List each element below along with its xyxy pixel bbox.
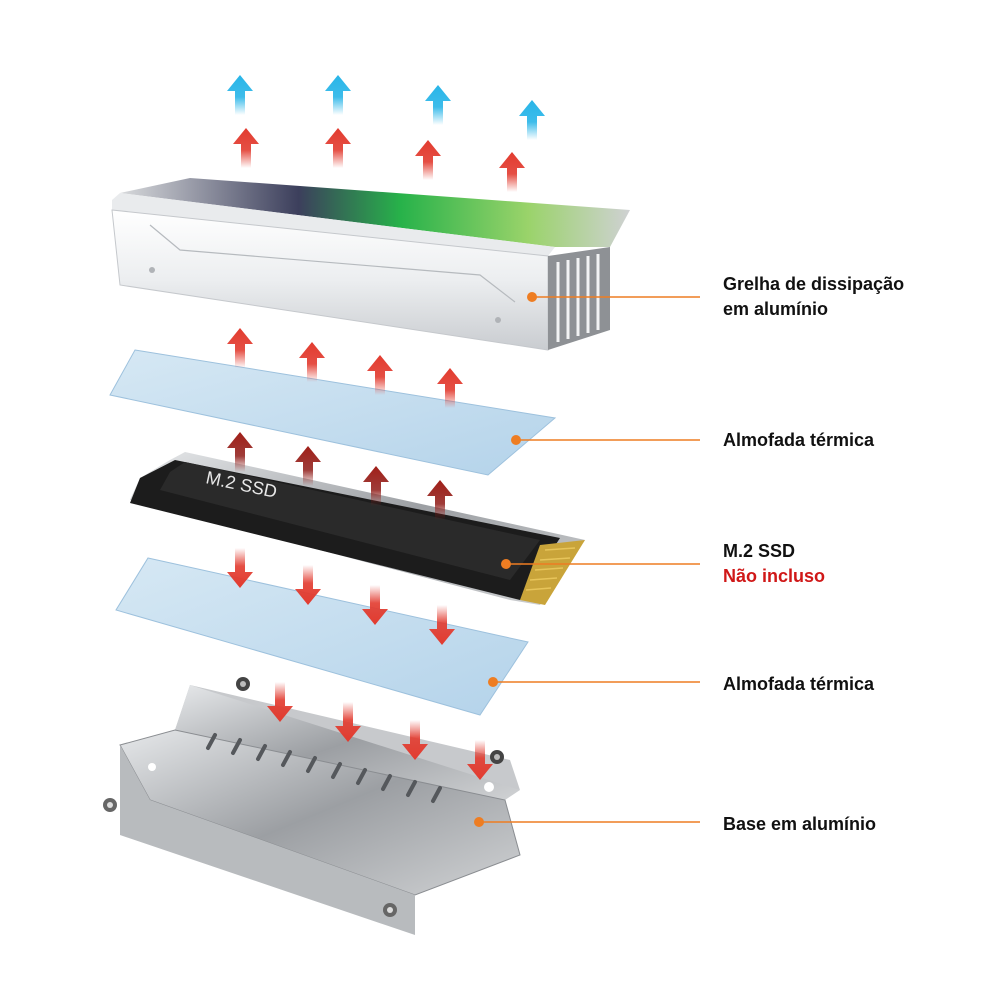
heat-arrow-icon <box>227 432 253 472</box>
heat-down-arrow-icon <box>335 702 361 742</box>
screw-icon <box>383 903 397 917</box>
heat-arrow-icon <box>233 128 259 168</box>
label-heatsink-line1: Grelha de dissipação <box>723 274 905 294</box>
leader-ssd <box>501 559 700 569</box>
heat-arrow-icon <box>227 328 253 368</box>
label-heatsink: Grelha de dissipação em alumínio <box>723 272 904 322</box>
heat-arrow-icon <box>499 152 525 192</box>
heat-arrow-icon <box>367 355 393 395</box>
thermal-pad-top <box>109 349 557 476</box>
label-heatsink-line2: em alumínio <box>723 299 829 319</box>
heat-arrow-icon <box>325 128 351 168</box>
heat-down-arrow-icon <box>429 605 455 645</box>
leader-thermal-pad-bottom <box>488 677 700 687</box>
screw-icon <box>236 677 250 691</box>
leader-thermal-pad-top <box>511 435 700 445</box>
heat-arrow-icon <box>363 466 389 506</box>
cool-air-arrow-icon <box>325 75 351 115</box>
heat-down-arrow-icon <box>362 585 388 625</box>
label-ssd: M.2 SSD Não incluso <box>723 539 825 589</box>
base-cooling-slots <box>206 733 442 803</box>
label-thermal-pad-bottom: Almofada térmica <box>723 674 875 694</box>
heat-arrow-icon <box>427 480 453 520</box>
heat-arrow-icon <box>415 140 441 180</box>
label-ssd-title: M.2 SSD <box>723 541 796 561</box>
m2-ssd: M.2 SSD <box>130 452 585 605</box>
screw-icon <box>490 750 504 764</box>
heatsink <box>111 178 630 351</box>
heat-arrow-icon <box>295 446 321 486</box>
heat-arrow-icon <box>299 342 325 382</box>
aluminum-base <box>119 685 521 935</box>
label-ssd-note: Não incluso <box>723 566 826 586</box>
cool-air-arrow-icon <box>425 85 451 125</box>
label-base: Base em alumínio <box>723 814 877 834</box>
heat-down-arrow-icon <box>467 740 493 780</box>
label-thermal-pad-top: Almofada térmica <box>723 430 875 450</box>
cool-air-arrow-icon <box>519 100 545 140</box>
screw-icon <box>103 798 117 812</box>
leader-base <box>474 817 700 827</box>
cool-air-arrow-icon <box>227 75 253 115</box>
heat-down-arrow-icon <box>267 682 293 722</box>
leader-heatsink <box>527 292 700 302</box>
thermal-pad-bottom <box>115 557 529 716</box>
heat-down-arrow-icon <box>227 548 253 588</box>
heat-down-arrow-icon <box>402 720 428 760</box>
heat-down-arrow-icon <box>295 565 321 605</box>
heat-arrow-icon <box>437 368 463 408</box>
